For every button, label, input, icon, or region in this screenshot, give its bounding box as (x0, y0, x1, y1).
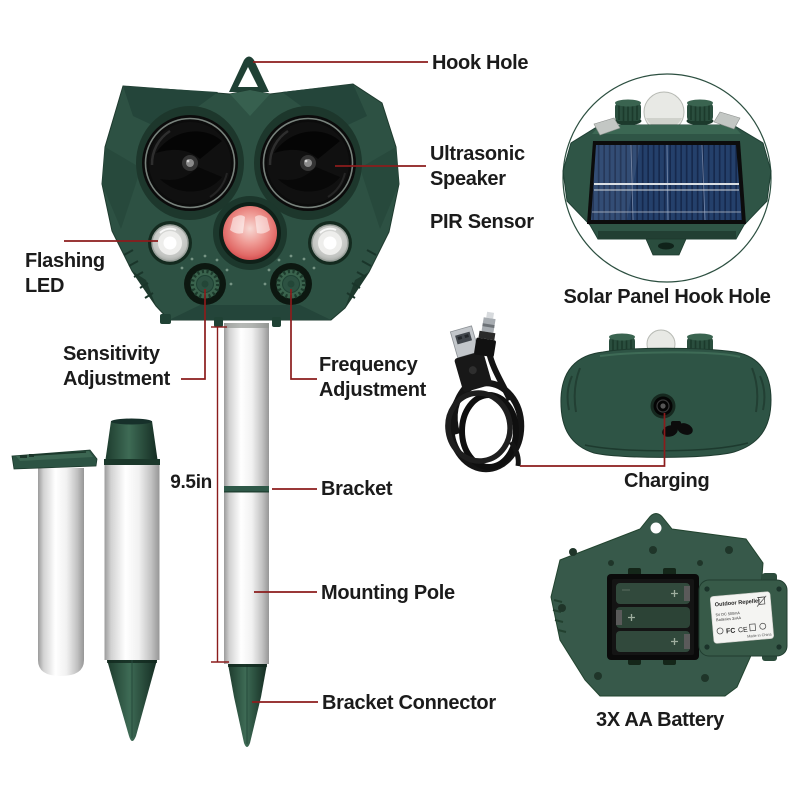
pole-length-label: 9.5in (170, 472, 212, 493)
callout-flashing-led: Flashing LED (25, 249, 105, 299)
sticker-spec2: Batteries 3xAA (716, 616, 742, 622)
pir-sensor-dome (213, 196, 287, 270)
callout-sensitivity-line2: Adjustment (63, 368, 171, 390)
callout-sensitivity-line1: Sensitivity (63, 343, 160, 365)
charging-port (650, 393, 676, 419)
sticker-spec1: 5V DC 500mA (715, 611, 740, 617)
frequency-leader-line (290, 289, 317, 380)
rohs-icon (749, 622, 767, 632)
spec-sticker: Outdoor Repeller 5V DC 500mA Batteries 3… (709, 591, 774, 644)
callout-pir-sensor: PIR Sensor (430, 211, 534, 233)
solar-panel (587, 141, 746, 224)
sticker-origin: Made in China (747, 632, 773, 638)
callout-bracket-connector: Bracket Connector (322, 692, 496, 714)
mounting-pole-graphic (224, 323, 269, 747)
callout-mounting-pole: Mounting Pole (321, 582, 455, 604)
callout-frequency-line2: Adjustment (319, 379, 427, 401)
callout-ultrasonic-speaker: Ultrasonic Speaker (430, 142, 525, 192)
side-toggle (662, 421, 693, 437)
charging-view-illustration (560, 329, 772, 458)
usb-a-connector (449, 325, 492, 392)
weee-bin-icon (756, 595, 767, 607)
pole-piece-with-spike (104, 418, 160, 741)
callout-charging: Charging (624, 470, 710, 492)
top-knob-left (613, 98, 643, 126)
dc-plug (474, 311, 496, 358)
pole-measurement (211, 326, 229, 663)
back-hook-hole (650, 522, 662, 534)
ultrasonic-speaker-left (134, 104, 246, 222)
battery-compartment (607, 568, 699, 665)
solar-panel-inset (562, 73, 772, 283)
main-device-illustration (101, 56, 400, 327)
aa-batteries (616, 583, 690, 652)
flashing-led-left (147, 220, 193, 266)
callout-frequency-line1: Frequency (319, 354, 418, 376)
callout-flashing-led-line1: Flashing (25, 250, 105, 272)
callout-hook-hole: Hook Hole (432, 52, 529, 74)
pole-piece-with-bracket-cap (11, 449, 98, 676)
callout-flashing-led-line2: LED (25, 275, 65, 297)
caption-solar-panel-hook-hole: Solar Panel Hook Hole (563, 286, 771, 308)
recycle-icon (716, 627, 724, 635)
top-knob-right (685, 98, 715, 126)
ce-mark: CE (738, 627, 749, 635)
bracket-band (224, 486, 269, 493)
fcc-mark: FC (726, 628, 736, 636)
callout-sensitivity-adjustment: Sensitivity Adjustment (63, 342, 170, 392)
caption-battery: 3X AA Battery (596, 709, 724, 731)
callout-ultrasonic-speaker-line2: Speaker (430, 168, 506, 190)
battery-back-illustration: Outdoor Repeller 5V DC 500mA Batteries 3… (550, 513, 788, 697)
callout-bracket: Bracket (321, 478, 393, 500)
callout-frequency-adjustment: Frequency Adjustment (319, 353, 426, 403)
flashing-led-right (307, 220, 353, 266)
usb-cable-illustration (445, 311, 525, 473)
leader-lines (64, 61, 666, 703)
sticker-title: Outdoor Repeller (715, 598, 762, 608)
sensitivity-leader-line (181, 289, 206, 380)
charging-leader-line (520, 413, 666, 467)
callout-ultrasonic-speaker-line1: Ultrasonic (430, 143, 525, 165)
